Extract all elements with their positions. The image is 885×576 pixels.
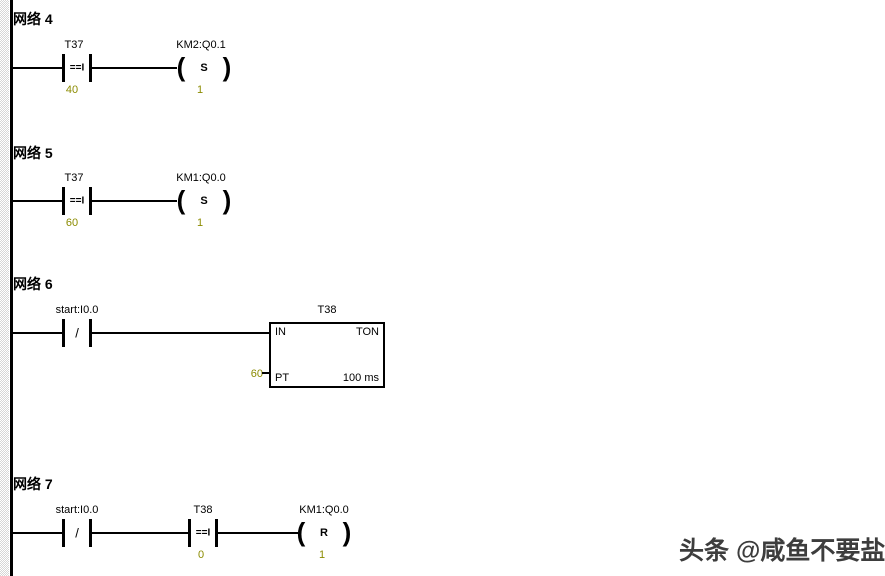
contact-bar-left[interactable] <box>62 319 65 347</box>
contact-bar-right[interactable] <box>89 319 92 347</box>
contact-bar-right[interactable] <box>215 519 218 547</box>
network-title-6[interactable]: 网络 6 <box>13 276 53 292</box>
contact-compare-value[interactable]: 0 <box>197 549 205 561</box>
contact-bar-left[interactable] <box>62 187 65 215</box>
left-margin <box>0 0 9 576</box>
contact-bar-right[interactable] <box>89 54 92 82</box>
coil-count-value[interactable]: 1 <box>318 549 326 561</box>
contact-bar-right[interactable] <box>89 187 92 215</box>
contact-operand[interactable]: T37 <box>64 172 84 184</box>
wire <box>92 332 269 334</box>
contact-operand[interactable]: T37 <box>64 39 84 51</box>
nc-contact-slash[interactable]: / <box>75 525 79 541</box>
wire <box>10 67 62 69</box>
contact-bar-left[interactable] <box>62 519 65 547</box>
timer-box[interactable]: IN TON PT 100 ms <box>269 322 385 388</box>
watermark-text: 头条 @咸鱼不要盐 <box>679 537 885 565</box>
contact-operand[interactable]: T38 <box>193 504 213 516</box>
wire <box>218 532 298 534</box>
wire <box>10 200 62 202</box>
timer-in-label: IN <box>275 326 286 338</box>
nc-contact-slash[interactable]: / <box>75 325 79 341</box>
pt-tick-wire <box>262 372 269 374</box>
coil-open-paren[interactable]: ( <box>176 51 186 82</box>
contact-bar-left[interactable] <box>62 54 65 82</box>
wire <box>10 332 62 334</box>
network-title-7[interactable]: 网络 7 <box>13 476 53 492</box>
compare-contact-symbol[interactable]: ==I <box>69 195 85 207</box>
coil-set-letter[interactable]: S <box>200 62 208 74</box>
contact-operand[interactable]: start:I0.0 <box>55 504 99 516</box>
coil-reset-letter[interactable]: R <box>320 527 328 539</box>
coil-open-paren[interactable]: ( <box>296 516 306 547</box>
contact-operand[interactable]: start:I0.0 <box>55 304 99 316</box>
timer-operand[interactable]: T38 <box>317 304 337 316</box>
compare-contact-symbol[interactable]: ==I <box>195 527 211 539</box>
timer-pt-value[interactable]: 60 <box>250 368 263 380</box>
coil-close-paren[interactable]: ) <box>222 51 232 82</box>
coil-set-letter[interactable]: S <box>200 195 208 207</box>
wire <box>10 532 62 534</box>
contact-compare-value[interactable]: 40 <box>65 84 79 96</box>
coil-operand[interactable]: KM2:Q0.1 <box>176 39 226 51</box>
power-rail <box>10 0 13 576</box>
coil-open-paren[interactable]: ( <box>176 184 186 215</box>
compare-contact-symbol[interactable]: ==I <box>69 62 85 74</box>
wire <box>92 532 188 534</box>
coil-count-value[interactable]: 1 <box>196 217 204 229</box>
contact-bar-left[interactable] <box>188 519 191 547</box>
contact-bar-right[interactable] <box>89 519 92 547</box>
coil-operand[interactable]: KM1:Q0.0 <box>176 172 226 184</box>
coil-operand[interactable]: KM1:Q0.0 <box>299 504 349 516</box>
wire <box>92 200 177 202</box>
network-title-4[interactable]: 网络 4 <box>13 11 53 27</box>
timer-type-label: TON <box>355 326 379 338</box>
watermark: 头条 @咸鱼不要盐 头条 @咸鱼不要盐 <box>679 531 885 571</box>
contact-compare-value[interactable]: 60 <box>65 217 79 229</box>
watermark-shadow-text: 头条 @咸鱼不要盐 <box>681 539 885 567</box>
network-title-5[interactable]: 网络 5 <box>13 145 53 161</box>
coil-close-paren[interactable]: ) <box>342 516 352 547</box>
timer-base-label: 100 ms <box>342 372 379 384</box>
timer-pt-label: PT <box>275 372 290 384</box>
wire <box>92 67 177 69</box>
coil-count-value[interactable]: 1 <box>196 84 204 96</box>
coil-close-paren[interactable]: ) <box>222 184 232 215</box>
